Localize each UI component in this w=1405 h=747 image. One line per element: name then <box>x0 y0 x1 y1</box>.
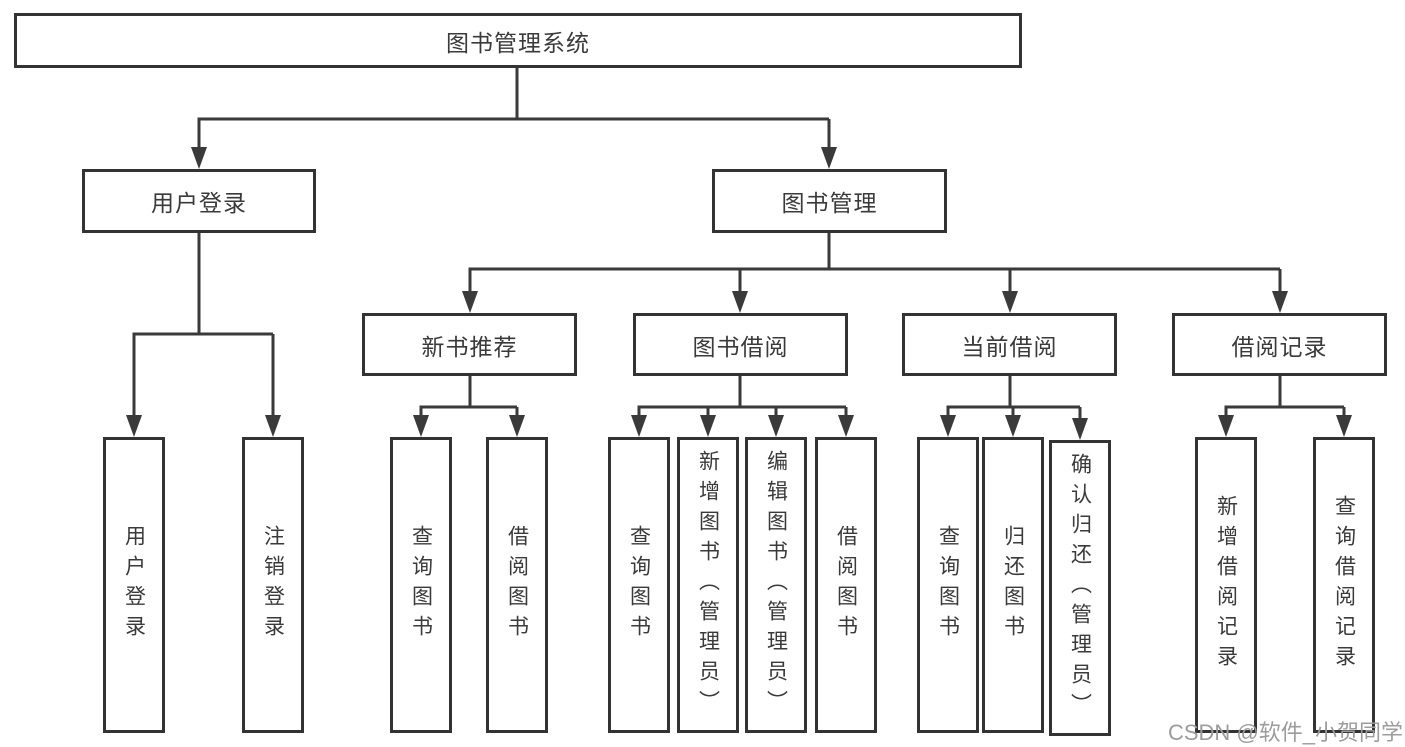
node-book-management-label: 图书管理 <box>781 191 878 216</box>
node-borrow-records-label: 借阅记录 <box>1231 334 1328 360</box>
leaf-query-books-1: 查询图书 <box>390 437 452 733</box>
node-root: 图书管理系统 <box>14 13 1022 68</box>
leaf-confirm-return-admin: 确认归还（管理员） <box>1049 440 1111 736</box>
leaf-query-books-2-label: 查询图书 <box>627 525 652 645</box>
leaf-add-book-admin-label: 新增图书（管理员） <box>696 450 721 720</box>
leaf-logout: 注销登录 <box>242 437 304 733</box>
node-new-book-recommend-label: 新书推荐 <box>421 334 518 360</box>
leaf-logout-label: 注销登录 <box>261 525 286 645</box>
node-current-borrow-label: 当前借阅 <box>961 334 1058 360</box>
node-user-login: 用户登录 <box>82 169 316 233</box>
leaf-edit-book-admin: 编辑图书（管理员） <box>745 437 807 733</box>
leaf-add-book-admin: 新增图书（管理员） <box>677 437 739 733</box>
node-book-borrow-label: 图书借阅 <box>692 334 789 360</box>
leaf-borrow-books-1: 借阅图书 <box>486 437 548 733</box>
leaf-query-books-1-label: 查询图书 <box>409 525 434 645</box>
leaf-borrow-books-2-label: 借阅图书 <box>834 525 859 645</box>
leaf-return-book: 归还图书 <box>982 437 1044 733</box>
leaf-return-book-label: 归还图书 <box>1001 525 1026 645</box>
node-current-borrow: 当前借阅 <box>902 313 1117 376</box>
node-root-label: 图书管理系统 <box>446 30 590 56</box>
leaf-add-borrow-record-label: 新增借阅记录 <box>1214 495 1239 675</box>
leaf-query-borrow-record-label: 查询借阅记录 <box>1332 495 1357 675</box>
node-book-borrow: 图书借阅 <box>633 313 848 376</box>
leaf-borrow-books-2: 借阅图书 <box>815 437 877 733</box>
node-new-book-recommend: 新书推荐 <box>362 313 577 376</box>
node-borrow-records: 借阅记录 <box>1172 313 1387 376</box>
leaf-query-books-3: 查询图书 <box>917 437 979 733</box>
leaf-query-borrow-record: 查询借阅记录 <box>1313 437 1375 733</box>
node-user-login-label: 用户登录 <box>151 191 247 216</box>
leaf-query-books-2: 查询图书 <box>608 437 670 733</box>
node-book-management: 图书管理 <box>712 169 947 233</box>
leaf-confirm-return-admin-label: 确认归还（管理员） <box>1068 453 1093 723</box>
watermark: CSDN @软件_小贺同学 <box>1167 720 1403 745</box>
leaf-user-login: 用户登录 <box>103 437 165 733</box>
leaf-add-borrow-record: 新增借阅记录 <box>1195 437 1257 733</box>
leaf-borrow-books-1-label: 借阅图书 <box>505 525 530 645</box>
leaf-query-books-3-label: 查询图书 <box>936 525 961 645</box>
leaf-user-login-label: 用户登录 <box>122 525 147 645</box>
leaf-edit-book-admin-label: 编辑图书（管理员） <box>764 450 789 720</box>
